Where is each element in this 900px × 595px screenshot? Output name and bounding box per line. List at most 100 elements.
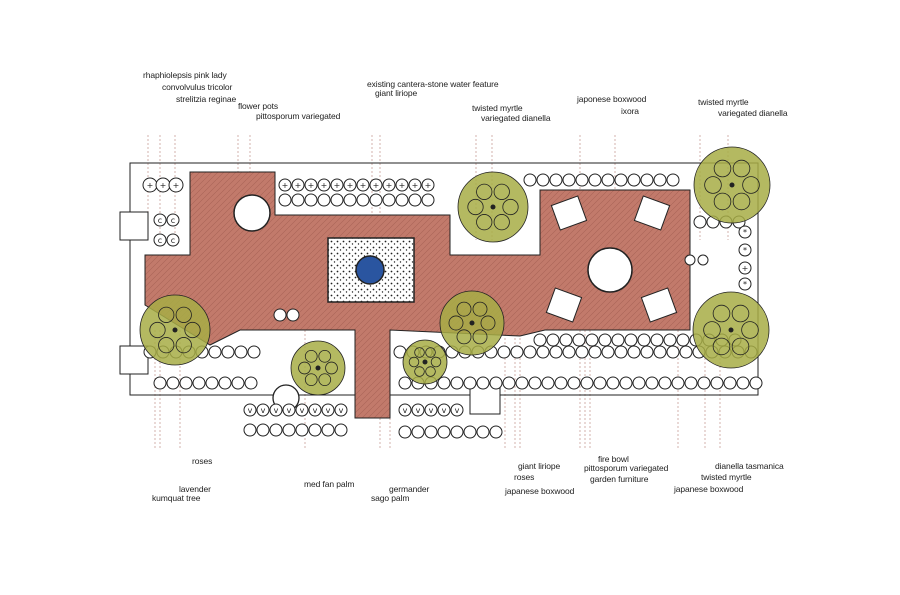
shrub [153,376,167,390]
shrub-symbol: + [334,181,341,190]
shrub [369,178,383,192]
shrub [450,425,464,439]
chair [545,287,583,323]
tree-canopy [693,146,771,224]
fire-bowl [587,247,633,293]
tree-canopy [457,171,529,243]
shrub-symbol: + [373,181,380,190]
shrub [515,376,529,390]
shrub [627,173,641,187]
shrub [588,345,602,359]
shrub [269,423,283,437]
shrub-symbol: + [347,181,354,190]
shrub [308,403,322,417]
shrub [218,376,232,390]
shrub [308,423,322,437]
shrub [317,178,331,192]
shrub [736,376,750,390]
shrub [738,261,752,275]
shrub [627,345,641,359]
tree-canopy [402,339,448,385]
plant-label: ixora [621,106,639,116]
shrub [168,177,184,193]
shrub [395,178,409,192]
shrub [666,345,680,359]
plant-label: kumquat tree [152,493,201,503]
shrub [658,376,672,390]
plant-label: twisted myrtle [472,103,523,113]
shrub-symbol: v [300,406,305,415]
shrub [334,403,348,417]
chair [550,195,588,231]
shrub-symbol: + [360,181,367,190]
shrub [549,173,563,187]
shrub [619,376,633,390]
shrub [343,193,357,207]
shrub [536,173,550,187]
shrub [411,425,425,439]
shrub [546,333,560,347]
tree-canopy [290,340,346,396]
shrub-symbol: v [416,406,421,415]
shrub-symbol: + [160,181,167,190]
shrub-symbol: v [442,406,447,415]
shrub [278,193,292,207]
garden-furniture [119,194,678,415]
trees [139,146,771,396]
plant-label: germander [389,484,430,494]
plant-label: flower pots [238,101,279,111]
plant-label: dianella tasmanica [715,461,784,471]
plant-label: pittosporum variegated [584,463,669,473]
chair [633,195,671,231]
shrub [580,376,594,390]
shrub [382,193,396,207]
plant-label: japanese boxwood [505,486,575,496]
shrub-symbol: + [399,181,406,190]
shrub [663,333,677,347]
shrub [554,376,568,390]
shrub [567,376,581,390]
shrub-symbol: + [386,181,393,190]
planter [119,211,149,241]
plant-label: existing cantera-stone water feature [367,79,499,89]
shrub-symbol: v [261,406,266,415]
tree-canopy [692,291,770,369]
shrub-symbol: + [282,181,289,190]
shrub [684,376,698,390]
shrub [697,376,711,390]
shrub [278,178,292,192]
shrub [502,376,516,390]
shrub [295,423,309,437]
plant-label: twisted myrtle [698,97,749,107]
shrub [321,423,335,437]
shrub [421,193,435,207]
shrub [489,376,503,390]
shrub [208,345,222,359]
shrub [247,345,261,359]
shrub-symbol: v [313,406,318,415]
shrub-symbol: v [403,406,408,415]
shrub [153,233,167,247]
shrub [437,376,451,390]
plant-label: roses [514,472,535,482]
shrub [645,376,659,390]
shrub [398,376,412,390]
shrub [282,403,296,417]
plant-label: japonese boxwood [577,94,647,104]
shrub [653,345,667,359]
shrub [523,173,537,187]
shrub [738,243,752,257]
shrub [575,345,589,359]
shrub [723,376,737,390]
shrub [653,173,667,187]
shrub [676,333,690,347]
shrub [637,333,651,347]
shrub [601,345,615,359]
shrub [606,376,620,390]
shrub [369,193,383,207]
plant-label: giant liriope [518,461,561,471]
shrub [153,213,167,227]
shrub [321,403,335,417]
shrub [205,376,219,390]
